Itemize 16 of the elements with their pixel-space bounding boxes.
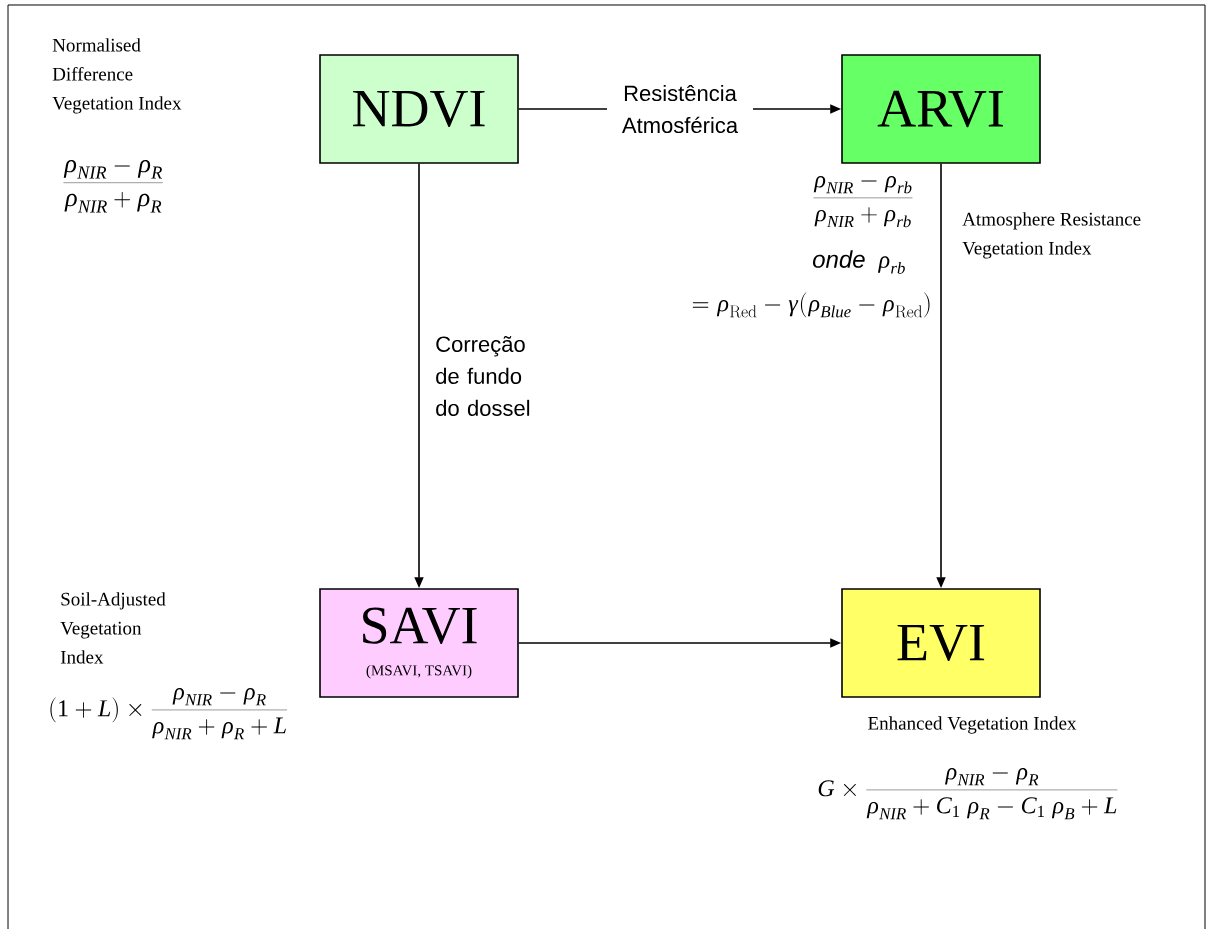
index-name: Normalised Difference Vegetation Index <box>52 38 182 114</box>
edge-label: Correção de fundo do dossel <box>436 336 530 416</box>
index-box: EVI <box>841 588 1041 698</box>
formula: $\mbox{\sffamily\itshape onde}\ \ \rho_{rb}$ <box>813 250 905 274</box>
formula: $\frac{\rho_{NIR}-\rho_{R}}{\rho_{NIR}+\rho_{R}}$ <box>63 159 163 213</box>
index-box: ARVI <box>841 54 1041 164</box>
edge-label: Resistência Atmosférica <box>607 81 753 137</box>
index-box: SAVI (MSAVI, TSAVI) <box>319 588 519 698</box>
index-box: NDVI <box>319 54 519 164</box>
formula: $=\rho_{\mathrm{Red}}-\gamma(\rho_{Blue}-\rho_{\mathrm{Red}})$ <box>692 292 930 318</box>
formula: $(1+L)\times\frac{\rho_{NIR}-\rho_{R}}{\rho_{NIR}+\rho_{R}+L}$ <box>50 688 288 740</box>
index-name: Atmosphere Resistance Vegetation Index <box>962 212 1141 259</box>
formula: $G\times\frac{\rho_{NIR}-\rho_{R}}{\rho_{NIR}+C_{1}\ \rho_{R}-C_{1}\ \rho_{B}+L}$ <box>818 768 1118 820</box>
index-name: Enhanced Vegetation Index <box>868 716 1077 734</box>
formula: $\frac{\rho_{NIR}-\rho_{rb}}{\rho_{NIR}+\rho_{rb}}$ <box>813 176 913 228</box>
index-name: Soil-Adjusted Vegetation Index <box>60 592 166 664</box>
